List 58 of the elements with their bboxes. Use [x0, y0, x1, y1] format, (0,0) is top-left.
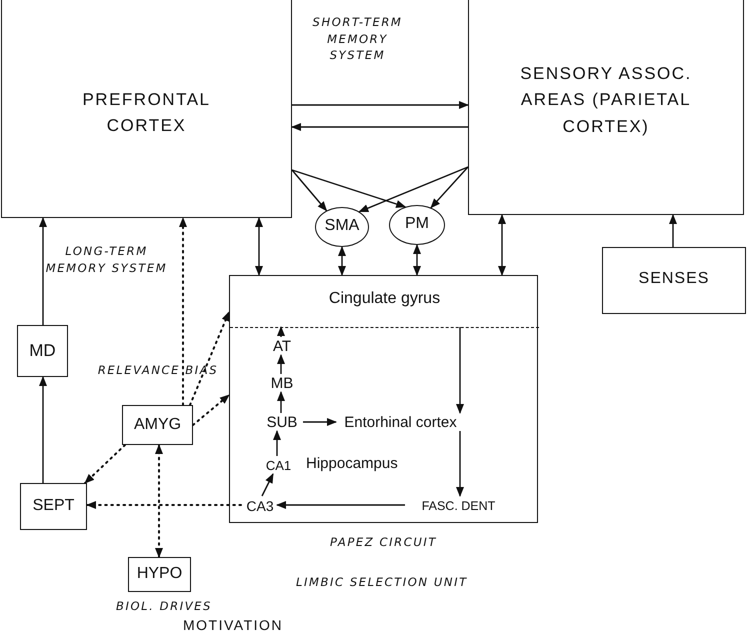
- process-box: [602, 247, 746, 314]
- arrow: [430, 166, 469, 208]
- arrow: [273, 430, 281, 456]
- arrow: [338, 246, 346, 276]
- arrow: [669, 214, 677, 247]
- arrow: [292, 169, 406, 208]
- term-label: Entorhinal cortex: [337, 414, 464, 432]
- arrow: [276, 501, 405, 509]
- node-label: SENSES: [638, 270, 710, 288]
- node-label: HYPO: [136, 565, 184, 583]
- process-box: [17, 325, 68, 377]
- arrow: [39, 217, 47, 325]
- caption-label: MOTIVATION: [183, 617, 284, 633]
- arrow: [292, 101, 469, 109]
- arrow: [358, 166, 468, 212]
- arrow: [277, 354, 285, 374]
- dotted-arrow: [84, 444, 126, 484]
- dotted-arrow: [155, 444, 163, 558]
- process-box: [468, 0, 744, 215]
- arrow: [456, 431, 464, 497]
- dotted-arrow: [179, 217, 187, 406]
- arrow: [39, 376, 47, 483]
- node-label: SMA: [324, 217, 360, 235]
- ellipse-node: [389, 205, 445, 245]
- arrow: [498, 214, 506, 276]
- dotted-arrow: [86, 501, 242, 509]
- node-annotation: BIOL. DRIVES: [115, 598, 213, 615]
- node-label: Cingulate gyrus: [328, 290, 442, 308]
- term-label: CA1: [264, 457, 293, 475]
- arrow: [261, 473, 274, 496]
- term-label: SUB: [260, 414, 304, 432]
- node-label: PREFRONTAL CORTEX: [81, 89, 212, 136]
- arrow: [413, 244, 421, 276]
- arrow: [291, 123, 468, 131]
- ellipse-node: [315, 207, 369, 247]
- term-label: FASC. DENT: [406, 497, 511, 515]
- node-label: PM: [404, 215, 430, 233]
- caption-label: LIMBIC SELECTION UNIT: [296, 574, 468, 591]
- arrow: [303, 418, 337, 426]
- dotted-arrow: [192, 394, 230, 426]
- node-label: MD: [28, 341, 57, 361]
- arrow: [277, 326, 285, 337]
- dotted-arrow: [189, 311, 230, 406]
- arrow: [291, 170, 328, 212]
- group-heading: PAPEZ CIRCUIT: [328, 534, 438, 551]
- arrow: [277, 391, 285, 413]
- node-label: SEPT: [32, 497, 76, 515]
- arrow: [255, 217, 263, 276]
- term-label: CA3: [242, 497, 278, 515]
- term-label: MB: [263, 375, 301, 393]
- node-label: AMYG: [132, 416, 182, 434]
- process-box: [20, 483, 87, 530]
- node-annotation: RELEVANCE BIAS: [96, 362, 220, 379]
- region-label: Hippocampus: [306, 455, 398, 472]
- term-label: AT: [269, 338, 295, 356]
- process-box: [1, 0, 292, 218]
- node-label: SENSORY ASSOC. AREAS (PARIETAL CORTEX): [519, 63, 693, 138]
- arrow: [456, 327, 464, 414]
